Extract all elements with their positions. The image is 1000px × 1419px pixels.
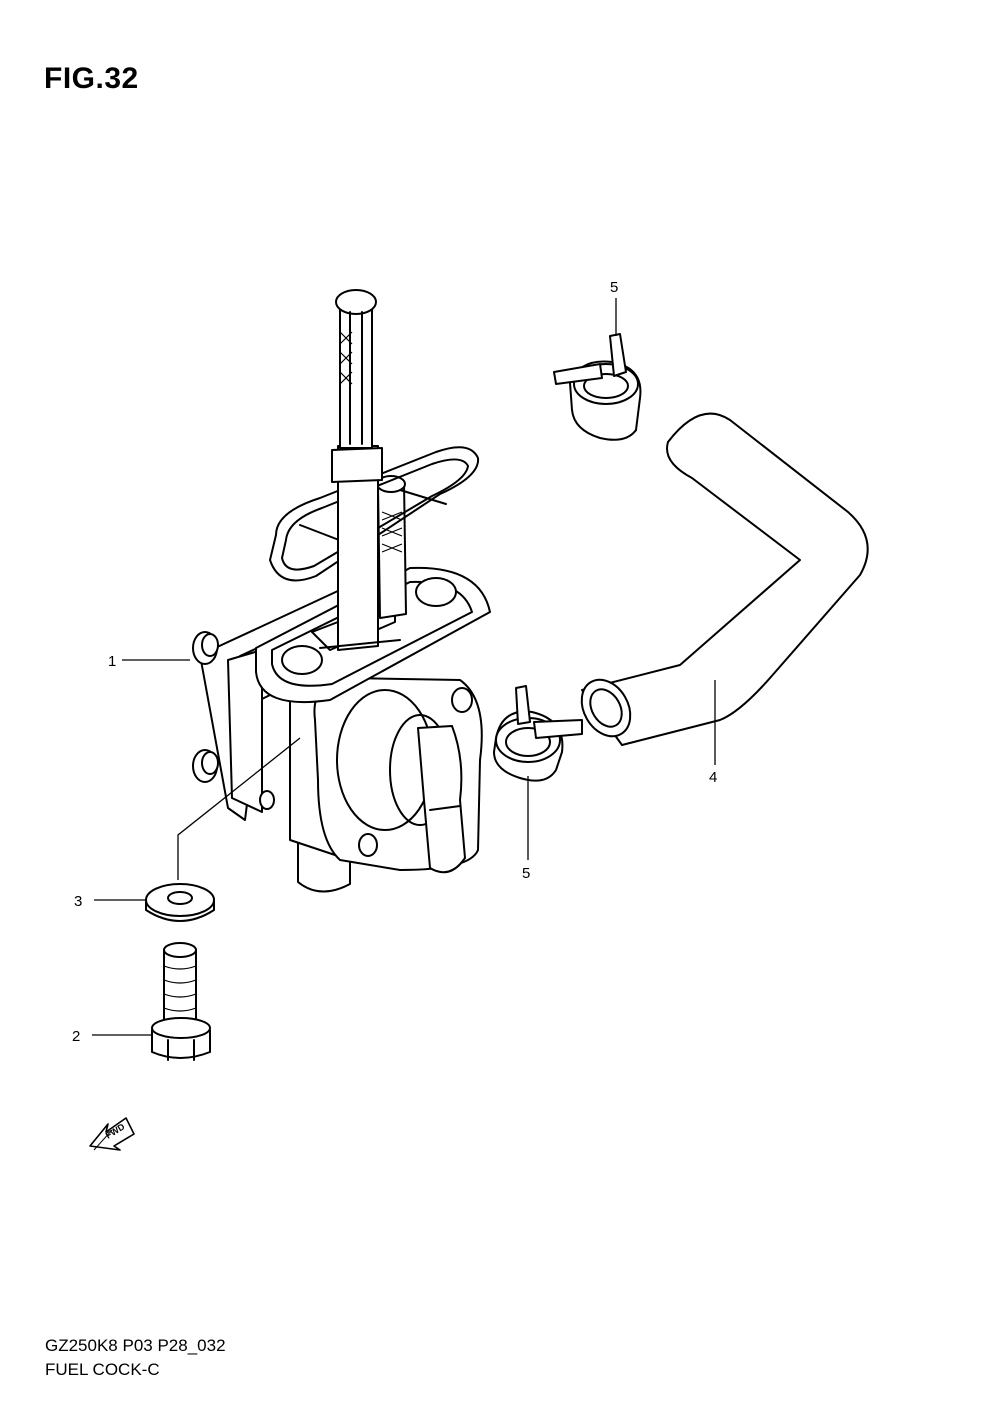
footer-name: FUEL COCK-C [45,1360,160,1379]
callout-4: 4 [709,769,717,786]
leader-lines [92,298,716,1036]
footer-code: GZ250K8 P03 P28_032 [45,1336,226,1355]
callout-5-upper: 5 [610,279,618,296]
washer-icon[interactable] [145,883,215,922]
forward-arrow-icon: FWD [89,1117,135,1151]
hose-clamp-icon-upper[interactable] [553,333,642,441]
fuel-cock-icon[interactable] [192,289,491,893]
bolt-icon[interactable] [151,942,211,1061]
callout-3: 3 [74,893,82,910]
figure-title: FIG.32 [44,62,139,95]
hose-clamp-icon-lower[interactable] [493,685,583,782]
callout-5-lower: 5 [522,865,530,882]
hose-icon[interactable] [572,412,869,746]
callout-1: 1 [108,653,116,670]
callout-2: 2 [72,1028,80,1045]
